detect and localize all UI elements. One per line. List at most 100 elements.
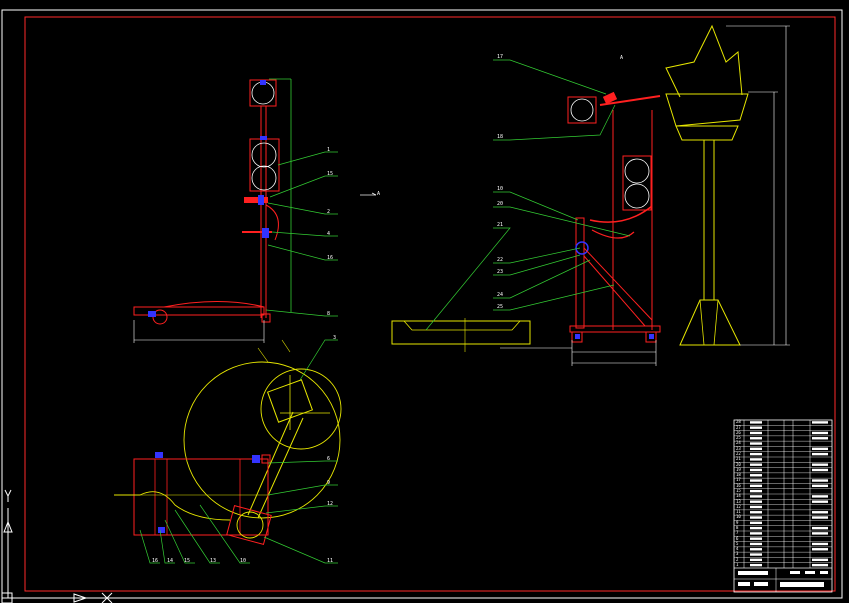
callout-side-22: 22 <box>497 257 504 263</box>
title-block-cell-mark <box>750 537 762 540</box>
callout-plan-12: 12 <box>327 501 334 507</box>
callout-side-17: 17 <box>497 54 504 60</box>
title-block-row-number: 7 <box>736 530 739 536</box>
title-block-cell-mark <box>750 447 762 451</box>
title-block-row-number: 10 <box>736 514 741 520</box>
callout-side-10: 10 <box>497 186 504 192</box>
title-block-cell-mark <box>812 437 828 440</box>
title-block-row-number: 23 <box>736 445 741 451</box>
title-block-cell-mark <box>812 526 828 530</box>
title-block-cell-mark <box>750 489 762 493</box>
callout-plan-3: 3 <box>333 335 337 341</box>
title-block-cell-mark <box>750 474 762 477</box>
title-block-row-number: 22 <box>736 451 741 456</box>
title-block-row-number: 28 <box>736 419 741 425</box>
section-arrow-a <box>360 192 377 196</box>
title-block-row-number: 27 <box>736 424 741 430</box>
callout-plan-11: 11 <box>327 558 334 564</box>
title-block-cell-mark <box>750 521 762 525</box>
title-block-cell-mark <box>812 463 828 466</box>
title-block-row-number: 13 <box>736 498 741 504</box>
callout-plan-9: 9 <box>327 480 331 486</box>
callout-side-20: 20 <box>497 201 504 207</box>
title-block-cell-mark <box>750 442 762 445</box>
title-block-row-number: 5 <box>736 540 739 546</box>
title-block-cell-mark <box>812 558 828 562</box>
title-block-cell-mark <box>750 526 762 530</box>
title-block-row-number: 11 <box>736 509 741 515</box>
title-block-cell-mark <box>812 431 828 435</box>
plan-view[interactable] <box>114 339 342 564</box>
title-block-row-number: 16 <box>736 482 741 488</box>
title-block-row-number: 1 <box>736 562 739 567</box>
title-block-cell-mark <box>750 500 762 503</box>
title-block-cell-mark <box>750 495 762 498</box>
callout-front-1: 1 <box>327 147 331 153</box>
title-block-row-number: 19 <box>736 466 741 472</box>
callout-side-23: 23 <box>497 269 504 275</box>
title-block-cell-mark <box>812 511 828 514</box>
ucs-axis-icon <box>1 489 113 603</box>
title-block-cell-mark <box>812 532 828 535</box>
title-block-cell-mark <box>812 516 828 519</box>
callout-plan-b15: 15 <box>184 558 191 564</box>
title-block-cell-mark <box>750 542 762 546</box>
title-block-cell-mark <box>750 516 762 519</box>
title-block-row-number: 18 <box>736 472 741 478</box>
title-block-cell-mark <box>812 421 828 424</box>
title-block-cell-mark <box>812 542 828 546</box>
callout-side-24: 24 <box>497 292 504 298</box>
title-block-row-number: 20 <box>736 461 741 467</box>
title-block-cell-mark <box>812 468 828 472</box>
section-marker-top: A <box>620 55 624 61</box>
callout-plan-b14: 14 <box>167 558 174 564</box>
title-block-row-number: 9 <box>736 519 739 525</box>
title-block-row-number: 24 <box>736 440 741 446</box>
title-block-row-number: 8 <box>736 525 739 530</box>
title-block-cell-mark <box>750 505 762 509</box>
title-block-cell-mark <box>812 484 828 488</box>
title-block-row-number: 3 <box>736 551 739 557</box>
title-block-row-number: 14 <box>736 493 741 499</box>
title-block-cell-mark <box>750 426 762 429</box>
callout-side-21: 21 <box>497 222 504 228</box>
title-block-cell-mark <box>812 447 828 451</box>
callout-front-15: 15 <box>327 171 334 177</box>
callout-plan-6: 6 <box>327 456 331 462</box>
title-block-row-number: 4 <box>736 546 739 552</box>
title-block-row-number: 2 <box>736 556 739 562</box>
title-block-cell-mark <box>750 452 762 456</box>
title-block-cell-mark <box>812 500 828 503</box>
title-block-cell-mark <box>750 437 762 440</box>
title-block-cell-mark <box>812 563 828 567</box>
title-block-cell-mark <box>750 553 762 556</box>
callout-front-4: 4 <box>327 231 331 237</box>
title-block-cell-mark <box>750 421 762 424</box>
title-block-cell-mark <box>750 548 762 551</box>
title-block-cell-mark <box>750 511 762 514</box>
title-block-row-number: 25 <box>736 435 741 441</box>
title-block-cell-mark <box>812 495 828 498</box>
title-block-row-number: 12 <box>736 503 741 509</box>
callout-front-2: 2 <box>327 209 331 215</box>
callout-side-25: 25 <box>497 304 504 310</box>
torch-view[interactable] <box>665 24 790 346</box>
title-block-cell-mark <box>750 563 762 567</box>
title-block-cell-mark <box>812 548 828 551</box>
title-block-cell-mark <box>812 452 828 456</box>
title-block-cell-mark <box>750 463 762 466</box>
title-block[interactable] <box>733 419 833 593</box>
title-block-row-number: 17 <box>736 477 741 483</box>
callout-plan-b13: 13 <box>210 558 217 564</box>
title-block-cell-mark <box>812 479 828 482</box>
section-marker-left: A <box>377 191 381 197</box>
callout-plan-b10: 10 <box>240 558 247 564</box>
side-view[interactable] <box>391 59 661 366</box>
title-block-row-number: 26 <box>736 429 741 435</box>
title-block-row-number: 15 <box>736 488 741 493</box>
front-view[interactable] <box>133 78 338 343</box>
title-block-cell-mark <box>750 468 762 472</box>
title-block-cell-mark <box>750 479 762 482</box>
title-block-cell-mark <box>750 484 762 488</box>
